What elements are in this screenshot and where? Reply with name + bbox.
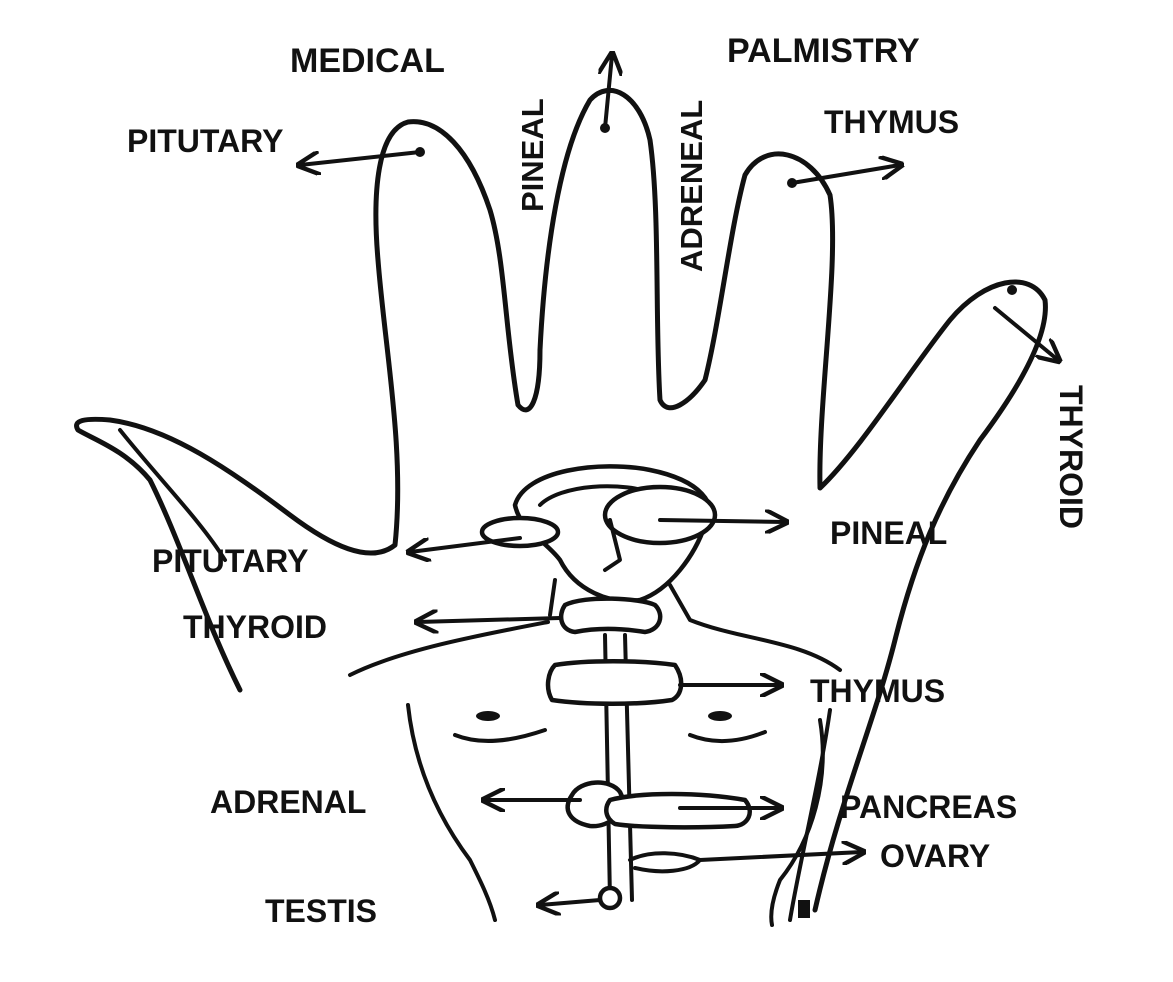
thyroid-organ <box>561 599 660 632</box>
arrow-pitutary-finger <box>300 152 420 165</box>
ovary-organ <box>630 853 700 871</box>
dot-thyroid-finger <box>1007 285 1017 295</box>
heading-medical: MEDICAL <box>290 42 445 80</box>
torso-left <box>408 705 495 920</box>
dot-pitutary-finger <box>415 147 425 157</box>
neck-right <box>670 585 840 670</box>
label-body-adrenal: ADRENAL <box>210 784 366 820</box>
label-finger-adreneal: ADRENEAL <box>674 100 709 272</box>
label-body-pancreas: PANCREAS <box>840 789 1017 825</box>
wrist-mark <box>798 900 810 918</box>
label-finger-pitutary: PITUTARY <box>127 123 283 159</box>
dot-thymus-finger <box>787 178 797 188</box>
arrow-thyroid-finger <box>995 308 1058 360</box>
arrow-ovary-body <box>700 852 862 860</box>
label-finger-thyroid: THYROID <box>1053 385 1089 529</box>
shoulder-left <box>350 622 548 675</box>
pancreas-organ <box>606 794 749 827</box>
heading-palmistry: PALMISTRY <box>727 32 920 70</box>
arrow-thyroid-body <box>418 618 560 622</box>
testis-organ <box>600 888 620 908</box>
label-body-pitutary: PITUTARY <box>152 543 308 579</box>
palm-crease <box>120 430 225 560</box>
label-finger-pineal: PINEAL <box>515 98 550 212</box>
pineal-organ <box>605 487 715 543</box>
neck-left <box>550 580 555 615</box>
label-finger-thymus: THYMUS <box>824 104 959 140</box>
label-body-ovary: OVARY <box>880 838 990 874</box>
nipple-left <box>476 711 500 721</box>
chest-right <box>690 732 765 741</box>
label-body-pineal: PINEAL <box>830 515 947 551</box>
label-body-thyroid: THYROID <box>183 609 327 645</box>
dot-middle-finger <box>600 123 610 133</box>
label-body-testis: TESTIS <box>265 893 377 929</box>
arrow-testis-body <box>540 900 600 905</box>
nipple-right <box>708 711 732 721</box>
chest-left <box>455 730 545 741</box>
torso-right <box>771 720 822 925</box>
label-body-thymus: THYMUS <box>810 673 945 709</box>
thymus-organ <box>548 661 681 704</box>
arrow-pineal-body <box>660 520 785 522</box>
